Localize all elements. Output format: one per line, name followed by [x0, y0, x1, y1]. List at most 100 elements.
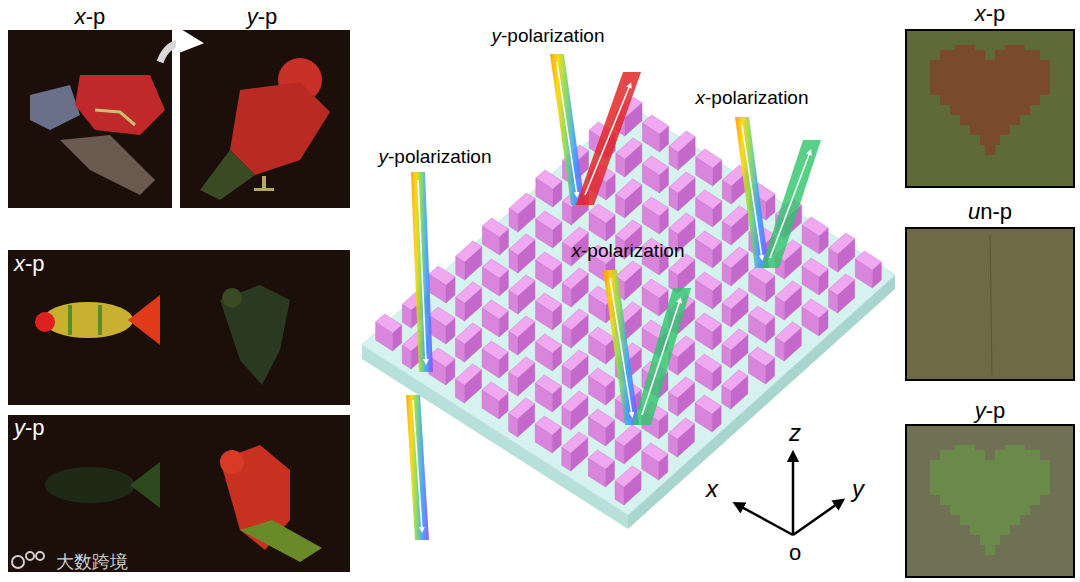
nano-pillar-face — [509, 193, 535, 214]
polarization-label: x-polarization — [572, 241, 685, 262]
panel-label: un-p — [968, 200, 1012, 224]
watermark: 大数跨境 — [56, 553, 128, 573]
panel-label: x-p — [975, 2, 1006, 26]
nano-pillar-face — [749, 306, 775, 325]
axis-label: y — [852, 476, 864, 502]
nano-pillar-face — [855, 251, 881, 270]
nano-pillar-face — [429, 307, 455, 326]
nano-pillar-face — [589, 204, 615, 223]
axis-label: x — [706, 476, 718, 502]
nano-pillar-face — [696, 149, 722, 168]
light-beams — [406, 54, 821, 540]
nano-pillar-face — [429, 266, 455, 285]
nano-pillar-face — [456, 241, 482, 262]
panel-label: y-p — [247, 5, 278, 29]
image-panel — [906, 30, 1074, 187]
nano-pillar-face — [669, 131, 695, 152]
nano-pillar-face — [616, 138, 642, 159]
nano-pillar-face — [535, 375, 561, 394]
nano-pillar-face — [802, 217, 828, 236]
nano-pillar-face — [588, 450, 614, 469]
panel-label: y-p — [14, 416, 45, 440]
nano-pillar-face — [456, 323, 482, 344]
nano-pillar-face — [669, 377, 695, 398]
image-panel — [180, 30, 350, 208]
axes — [738, 456, 840, 535]
nano-pillar-face — [456, 282, 482, 303]
nano-pillar-face — [615, 466, 641, 487]
nano-pillar-face — [643, 115, 669, 134]
nano-pillar-face — [669, 213, 695, 234]
nano-pillar-face — [589, 409, 615, 428]
nano-pillar-face — [562, 432, 588, 453]
polarization-label: y-polarization — [492, 26, 605, 47]
nano-pillar-face — [696, 231, 722, 250]
nano-pillar-face — [695, 395, 721, 414]
nano-pillar-face — [695, 272, 721, 291]
nano-pillar-face — [722, 288, 748, 309]
nano-pillar-face — [482, 259, 508, 278]
nano-pillar-face — [696, 190, 722, 209]
axis-label: o — [789, 541, 801, 565]
nano-pillar-face — [562, 268, 588, 289]
nano-pillar-face — [802, 299, 828, 318]
nano-pillar-face — [482, 218, 508, 237]
nano-pillar-face — [536, 293, 562, 312]
nano-pillar-face — [429, 348, 455, 367]
watermark-logo — [12, 552, 44, 568]
nano-pillar-face — [829, 274, 855, 295]
nano-pillar-face — [536, 211, 562, 230]
nano-pillar-face — [642, 443, 668, 462]
nano-pillar-face — [562, 309, 588, 330]
nano-pillar-face — [722, 329, 748, 350]
nano-pillar-face — [509, 275, 535, 296]
nano-pillar-face — [668, 418, 694, 439]
nano-pillar-face — [535, 334, 561, 353]
nano-pillar-face — [616, 179, 642, 200]
nano-pillar-face — [695, 313, 721, 332]
nano-pillar-face — [482, 341, 508, 360]
nano-pillar-face — [509, 234, 535, 255]
panel-label: y-p — [975, 399, 1006, 423]
nano-pillar-face — [536, 170, 562, 189]
nano-pillar-face — [562, 391, 588, 412]
axis-label: z — [789, 420, 801, 446]
nano-pillar-face — [775, 281, 801, 302]
nano-pillar-face — [642, 279, 668, 298]
nano-pillar-face — [642, 197, 668, 216]
nano-pillar-face — [535, 416, 561, 435]
nano-pillar-face — [775, 322, 801, 343]
nano-pillar-face — [616, 261, 642, 282]
polarization-label: x-polarization — [696, 88, 809, 109]
nano-pillar-face — [722, 206, 748, 227]
image-panel — [906, 425, 1074, 577]
image-panel — [8, 30, 172, 208]
nano-pillar-face — [482, 300, 508, 319]
nano-pillar-face — [802, 258, 828, 277]
metasurface — [362, 97, 895, 529]
nano-pillar-face — [695, 354, 721, 373]
image-panel — [8, 250, 350, 405]
nano-pillar-face — [455, 364, 481, 385]
nano-pillar-face — [482, 382, 508, 401]
nano-pillar-face — [616, 220, 642, 241]
panel-label: x-p — [75, 5, 106, 29]
nano-pillar-face — [509, 357, 535, 378]
nano-pillar-face — [829, 233, 855, 254]
nano-pillar-face — [536, 252, 562, 271]
swap-arrow — [160, 42, 190, 62]
image-panel — [8, 415, 350, 572]
nano-pillar-face — [509, 316, 535, 337]
nano-pillar-face — [722, 247, 748, 268]
nano-pillar-face — [589, 327, 615, 346]
nano-pillar-face — [589, 368, 615, 387]
nano-pillar-face — [722, 370, 748, 391]
nano-pillar-face — [669, 172, 695, 193]
nano-pillar-face — [562, 350, 588, 371]
nano-pillar-face — [615, 425, 641, 446]
nano-pillar-face — [509, 398, 535, 419]
nano-pillar-face — [376, 314, 402, 333]
panel-label: x-p — [14, 252, 45, 276]
